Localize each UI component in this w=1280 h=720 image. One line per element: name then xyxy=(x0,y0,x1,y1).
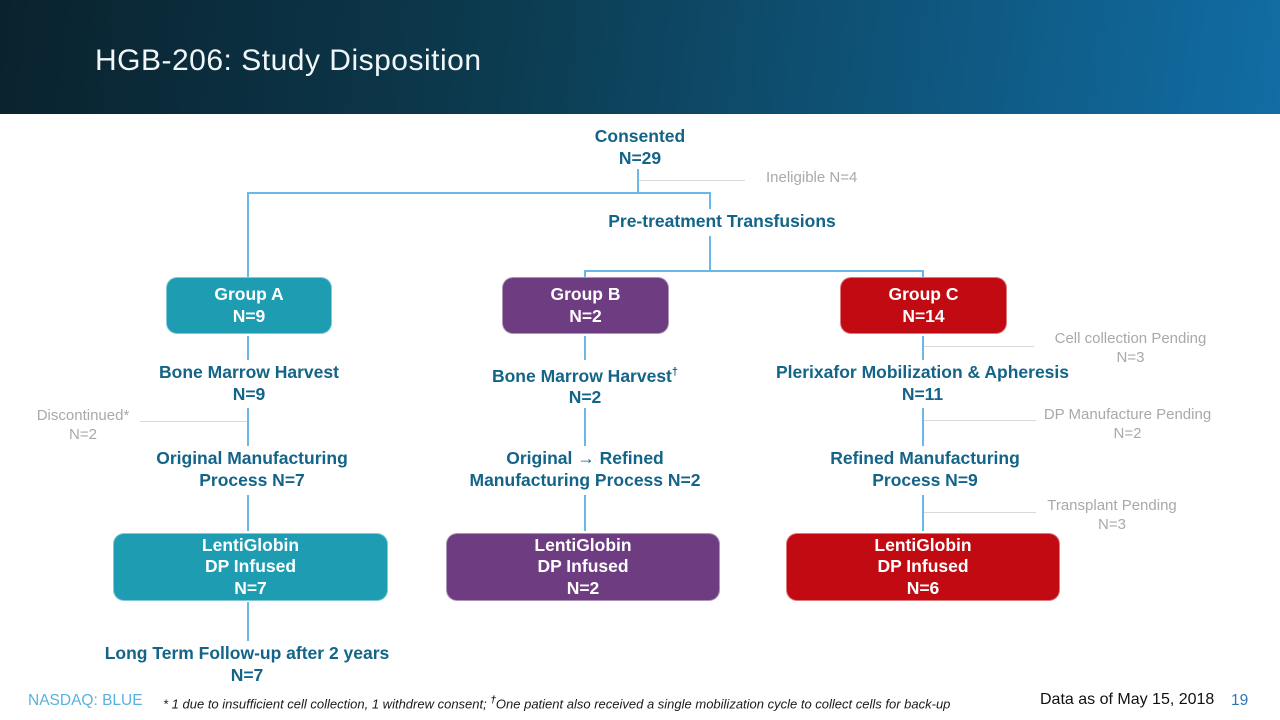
connector-pretreatment-split xyxy=(584,270,924,272)
box-group-a: Group A N=9 xyxy=(166,277,332,334)
node-c-step2-line1: Refined Manufacturing xyxy=(830,448,1020,468)
footnote-star-part: * 1 due to insufficient cell collection,… xyxy=(163,696,491,712)
node-b-step2-line2: Manufacturing Process N=2 xyxy=(469,469,701,490)
box-group-a-label: Group A xyxy=(214,284,284,304)
box-b-infused-line2: DP Infused xyxy=(537,556,629,577)
box-a-infused-line2: DP Infused xyxy=(204,556,297,577)
annotation-dp-manufacture-line1: DP Manufacture Pending xyxy=(1043,406,1212,423)
footnote-dagger-part: One patient also received a single mobil… xyxy=(495,696,951,712)
node-a-step2-line1: Original Manufacturing xyxy=(156,448,348,468)
box-group-c: Group C N=14 xyxy=(840,277,1007,334)
connector-cell-collection xyxy=(924,346,1034,347)
connector-to-pretreatment xyxy=(709,192,711,209)
connector-a1 xyxy=(247,336,249,360)
node-a-step2: Original Manufacturing Process N=7 xyxy=(102,448,402,491)
nasdaq-ticker: NASDAQ: BLUE xyxy=(28,692,143,709)
connector-c3 xyxy=(922,495,924,531)
connector-to-group-b xyxy=(584,270,586,278)
connector-ineligible xyxy=(639,180,745,181)
node-followup-line1: Long Term Follow-up after 2 years xyxy=(104,643,390,663)
box-c-infused-line2: DP Infused xyxy=(877,556,969,577)
connector-to-group-a xyxy=(247,192,249,277)
node-a-step2-line2: Process N=7 xyxy=(199,469,305,490)
node-b-step1-line: Bone Marrow Harvest† xyxy=(435,362,735,387)
annotation-cell-collection-line1: Cell collection Pending xyxy=(1054,330,1207,347)
box-c-infused-line1: LentiGlobin xyxy=(874,534,972,555)
node-b-step2-line1: Original → Refined xyxy=(506,448,664,468)
node-c-step1-n: N=11 xyxy=(901,383,944,404)
node-c-step2-line2: Process N=9 xyxy=(872,469,978,490)
annotation-discontinued-line1: Discontinued* xyxy=(36,407,130,424)
page-number: 19 xyxy=(1231,692,1249,709)
connector-a2 xyxy=(247,408,249,446)
footnote: * 1 due to insufficient cell collection,… xyxy=(163,695,950,711)
box-a-infused: LentiGlobin DP Infused N=7 xyxy=(113,533,388,601)
slide-header: HGB-206: Study Disposition xyxy=(0,0,1280,114)
node-a-step1-n: N=9 xyxy=(232,383,266,404)
connector-pretreatment-down xyxy=(709,236,711,271)
annotation-transplant-line1: Transplant Pending xyxy=(1047,497,1177,514)
node-a-step1-label: Bone Marrow Harvest xyxy=(159,362,339,382)
node-b-step1: Bone Marrow Harvest† N=2 xyxy=(435,362,735,409)
box-group-b: Group B N=2 xyxy=(502,277,669,334)
slide-title: HGB-206: Study Disposition xyxy=(95,44,482,77)
box-a-infused-n: N=7 xyxy=(234,577,267,598)
connector-b1 xyxy=(584,336,586,360)
connector-transplant xyxy=(924,512,1036,513)
connector-a4 xyxy=(247,602,249,641)
node-followup-line2: N=7 xyxy=(230,664,264,685)
box-b-infused-n: N=2 xyxy=(566,577,600,598)
box-group-c-label: Group C xyxy=(888,284,959,304)
data-as-of: Data as of May 15, 2018 xyxy=(1040,691,1215,708)
node-b-step1-n: N=2 xyxy=(568,387,602,408)
node-a-step1: Bone Marrow Harvest N=9 xyxy=(99,362,399,405)
node-pretreatment: Pre-treatment Transfusions xyxy=(608,211,836,231)
annotation-discontinued-line2: N=2 xyxy=(69,426,97,443)
box-b-infused: LentiGlobin DP Infused N=2 xyxy=(446,533,720,601)
annotation-transplant-line2: N=3 xyxy=(1098,516,1126,533)
annotation-cell-collection-line2: N=3 xyxy=(1116,349,1145,366)
box-group-c-n: N=14 xyxy=(902,305,945,326)
node-b-step2: Original → Refined Manufacturing Process… xyxy=(430,448,740,491)
footnote-dagger-symbol: † xyxy=(490,695,496,706)
box-a-infused-line1: LentiGlobin xyxy=(201,534,300,555)
node-consented-label: Consented xyxy=(594,126,686,146)
connector-top-horizontal xyxy=(247,192,711,194)
annotation-dp-manufacture: DP Manufacture Pending N=2 xyxy=(1025,405,1230,443)
box-c-infused-n: N=6 xyxy=(906,577,940,598)
dagger-symbol: † xyxy=(671,366,679,378)
connector-dp-manufacture xyxy=(924,420,1036,421)
box-group-b-n: N=2 xyxy=(569,305,602,326)
annotation-discontinued: Discontinued* N=2 xyxy=(13,406,153,444)
annotation-dp-manufacture-line2: N=2 xyxy=(1113,425,1142,442)
annotation-cell-collection: Cell collection Pending N=3 xyxy=(1028,329,1233,367)
node-followup: Long Term Follow-up after 2 years N=7 xyxy=(47,643,447,686)
node-c-step2: Refined Manufacturing Process N=9 xyxy=(775,448,1075,491)
connector-c1 xyxy=(922,336,924,360)
box-c-infused: LentiGlobin DP Infused N=6 xyxy=(786,533,1060,601)
annotation-transplant: Transplant Pending N=3 xyxy=(1012,496,1212,534)
annotation-ineligible: Ineligible N=4 xyxy=(766,169,858,186)
connector-to-group-c xyxy=(922,270,924,278)
connector-c2 xyxy=(922,408,924,446)
node-consented-n: N=29 xyxy=(618,147,662,168)
connector-a3 xyxy=(247,495,249,531)
node-b-step1-label: Bone Marrow Harvest xyxy=(491,365,672,386)
connector-b2 xyxy=(584,408,586,446)
node-consented: Consented N=29 xyxy=(540,126,740,169)
box-b-infused-line1: LentiGlobin xyxy=(534,534,632,555)
box-group-a-n: N=9 xyxy=(232,305,266,326)
connector-b3 xyxy=(584,495,586,531)
box-group-b-label: Group B xyxy=(550,284,621,304)
node-c-step1: Plerixafor Mobilization & Apheresis N=11 xyxy=(745,362,1100,405)
connector-consented-down xyxy=(637,169,639,193)
connector-discontinued xyxy=(140,421,247,422)
node-c-step1-label: Plerixafor Mobilization & Apheresis xyxy=(775,362,1070,382)
